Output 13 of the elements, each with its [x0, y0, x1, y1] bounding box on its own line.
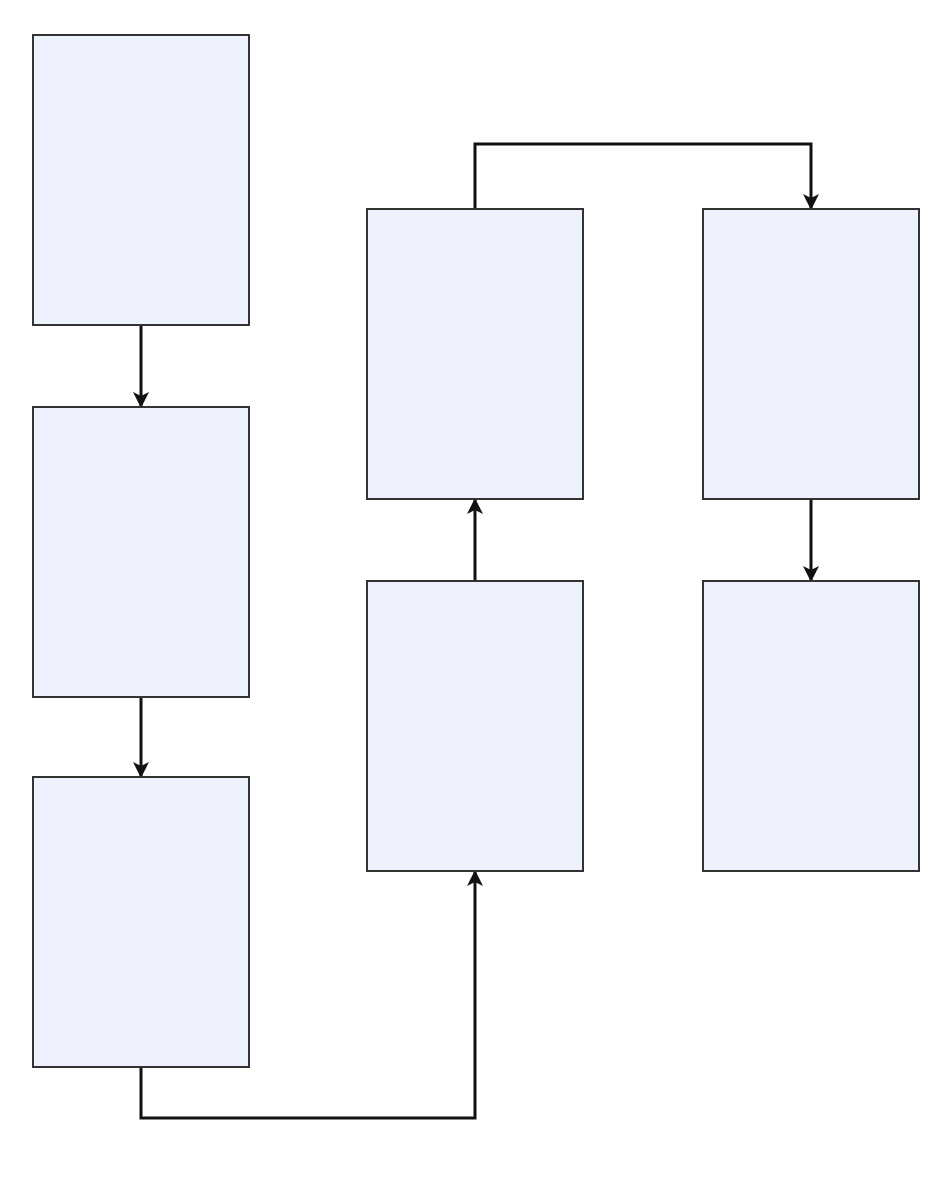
arrow [133, 326, 149, 408]
empty-box [32, 34, 250, 326]
arrow [467, 498, 483, 580]
arrow [139, 870, 483, 1120]
empty-box [702, 208, 920, 500]
empty-box [366, 208, 584, 500]
empty-box [702, 580, 920, 872]
arrow [473, 142, 819, 210]
empty-box [366, 580, 584, 872]
empty-box [32, 776, 250, 1068]
empty-box [32, 406, 250, 698]
arrow [133, 698, 149, 778]
arrow [803, 500, 819, 582]
